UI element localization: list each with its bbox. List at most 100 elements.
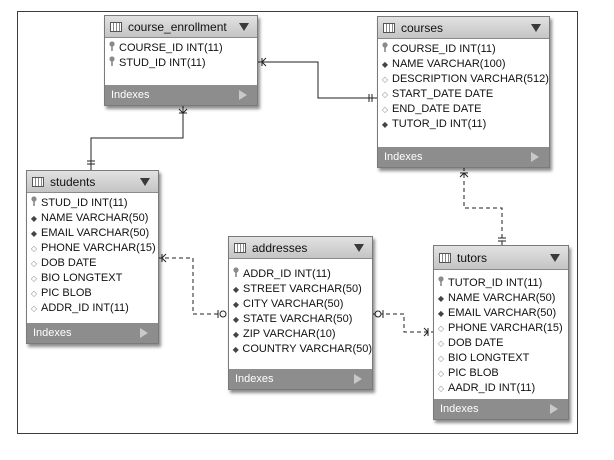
primary-key-icon xyxy=(105,41,119,56)
primary-key-icon xyxy=(434,276,448,291)
not-null-column-icon: ◆ xyxy=(232,315,240,324)
expand-arrow-icon[interactable] xyxy=(140,328,148,338)
relation-tutors-addresses xyxy=(372,310,434,337)
column-row[interactable]: ◆NAME VARCHAR(50) xyxy=(434,291,568,306)
expand-arrow-icon[interactable] xyxy=(531,152,539,162)
column-row[interactable]: ◆STREET VARCHAR(50) xyxy=(229,282,372,297)
relation-enrollment-students xyxy=(87,106,188,171)
column-name: NAME VARCHAR(50) xyxy=(448,292,556,304)
column-row[interactable]: COURSE_ID INT(11) xyxy=(105,41,257,56)
column-name: START_DATE DATE xyxy=(392,88,494,100)
column-row[interactable]: ◇PIC BLOB xyxy=(434,366,568,381)
not-null-column-icon: ◆ xyxy=(30,214,38,223)
nullable-column-icon: ◇ xyxy=(437,369,445,378)
table-header[interactable]: students xyxy=(27,171,158,193)
indexes-section[interactable]: Indexes xyxy=(434,399,568,419)
expand-arrow-icon[interactable] xyxy=(354,374,362,384)
collapse-arrow-icon[interactable] xyxy=(531,23,541,32)
nullable-column-icon: ◇ xyxy=(381,75,389,84)
nullable-column-icon: ◇ xyxy=(437,324,445,333)
not-null-column-icon: ◆ xyxy=(30,229,38,238)
column-name: PHONE VARCHAR(15) xyxy=(448,322,563,334)
column-row[interactable]: ◆EMAIL VARCHAR(50) xyxy=(434,306,568,321)
collapse-arrow-icon[interactable] xyxy=(239,22,249,31)
nullable-column-icon: ◇ xyxy=(437,354,445,363)
column-row[interactable]: COURSE_ID INT(11) xyxy=(378,42,549,57)
column-row[interactable]: ◇AADR_ID INT(11) xyxy=(434,381,568,396)
column-name: BIO LONGTEXT xyxy=(448,352,530,364)
column-row[interactable]: ◆STATE VARCHAR(50) xyxy=(229,312,372,327)
column-row[interactable]: ◇DOB DATE xyxy=(434,336,568,351)
column-row[interactable]: ◇BIO LONGTEXT xyxy=(27,271,158,286)
column-name: ADDR_ID INT(11) xyxy=(41,302,129,314)
column-row[interactable]: ◇BIO LONGTEXT xyxy=(434,351,568,366)
column-row[interactable]: STUD_ID INT(11) xyxy=(27,196,158,211)
relation-courses-tutors xyxy=(459,167,506,246)
column-name: NAME VARCHAR(50) xyxy=(41,212,149,224)
indexes-label: Indexes xyxy=(440,403,479,415)
column-row[interactable]: ADDR_ID INT(11) xyxy=(229,267,372,282)
table-title: course_enrollment xyxy=(128,19,227,34)
table-icon xyxy=(439,252,451,263)
indexes-section[interactable]: Indexes xyxy=(229,369,372,389)
column-name: TUTOR_ID INT(11) xyxy=(448,277,543,289)
indexes-section[interactable]: Indexes xyxy=(105,85,257,105)
expand-arrow-icon[interactable] xyxy=(239,90,247,100)
table-addresses[interactable]: addresses ADDR_ID INT(11) ◆STREET VARCHAR… xyxy=(228,236,373,390)
nullable-column-icon: ◇ xyxy=(437,384,445,393)
column-row[interactable]: TUTOR_ID INT(11) xyxy=(434,276,568,291)
table-course-enrollment[interactable]: course_enrollment COURSE_ID INT(11) STUD_… xyxy=(104,15,258,106)
column-name: ADDR_ID INT(11) xyxy=(243,268,331,280)
table-header[interactable]: tutors xyxy=(434,246,568,270)
column-row[interactable]: STUD_ID INT(11) xyxy=(105,56,257,71)
column-row[interactable]: ◇DESCRIPTION VARCHAR(512) xyxy=(378,72,549,87)
column-name: COURSE_ID INT(11) xyxy=(119,42,223,54)
column-name: COURSE_ID INT(11) xyxy=(392,43,496,55)
collapse-arrow-icon[interactable] xyxy=(354,243,364,252)
column-row[interactable]: ◆TUTOR_ID INT(11) xyxy=(378,117,549,132)
table-header[interactable]: course_enrollment xyxy=(105,16,257,38)
collapse-arrow-icon[interactable] xyxy=(140,177,150,186)
indexes-section[interactable]: Indexes xyxy=(27,323,158,343)
nullable-column-icon: ◇ xyxy=(381,90,389,99)
column-row[interactable]: ◆COUNTRY VARCHAR(50) xyxy=(229,342,372,357)
column-row[interactable]: ◆NAME VARCHAR(50) xyxy=(27,211,158,226)
not-null-column-icon: ◆ xyxy=(232,300,240,309)
table-header[interactable]: courses xyxy=(378,17,549,39)
expand-arrow-icon[interactable] xyxy=(550,404,558,414)
not-null-column-icon: ◆ xyxy=(437,309,445,318)
not-null-column-icon: ◆ xyxy=(232,330,240,339)
indexes-label: Indexes xyxy=(384,151,423,163)
column-row[interactable]: ◆CITY VARCHAR(50) xyxy=(229,297,372,312)
column-name: TUTOR_ID INT(11) xyxy=(392,118,487,130)
table-courses[interactable]: courses COURSE_ID INT(11) ◆NAME VARCHAR(1… xyxy=(377,16,550,168)
column-list: ADDR_ID INT(11) ◆STREET VARCHAR(50)◆CITY … xyxy=(229,259,372,360)
column-name: END_DATE DATE xyxy=(392,103,482,115)
column-row[interactable]: ◆ZIP VARCHAR(10) xyxy=(229,327,372,342)
table-students[interactable]: students STUD_ID INT(11)◆NAME VARCHAR(50… xyxy=(26,170,159,344)
primary-key-icon xyxy=(378,42,392,57)
column-row[interactable]: ◇PHONE VARCHAR(15) xyxy=(27,241,158,256)
nullable-column-icon: ◇ xyxy=(30,274,38,283)
not-null-column-icon: ◆ xyxy=(232,285,240,294)
column-row[interactable]: ◆NAME VARCHAR(100) xyxy=(378,57,549,72)
column-row[interactable]: ◇END_DATE DATE xyxy=(378,102,549,117)
column-row[interactable]: ◆EMAIL VARCHAR(50) xyxy=(27,226,158,241)
column-row[interactable]: ◇PHONE VARCHAR(15) xyxy=(434,321,568,336)
column-row[interactable]: ◇START_DATE DATE xyxy=(378,87,549,102)
table-title: tutors xyxy=(457,250,488,265)
column-row[interactable]: ◇PIC BLOB xyxy=(27,286,158,301)
indexes-section[interactable]: Indexes xyxy=(378,147,549,167)
indexes-label: Indexes xyxy=(33,327,72,339)
nullable-column-icon: ◇ xyxy=(30,289,38,298)
column-list: TUTOR_ID INT(11)◆NAME VARCHAR(50)◆EMAIL … xyxy=(434,270,568,399)
table-header[interactable]: addresses xyxy=(229,237,372,259)
column-name: PIC BLOB xyxy=(41,287,92,299)
table-icon xyxy=(383,22,395,33)
table-tutors[interactable]: tutors TUTOR_ID INT(11) ◆NAME VARCHAR(50)… xyxy=(433,245,569,420)
not-null-column-icon: ◆ xyxy=(232,345,239,354)
column-row[interactable]: ◇ADDR_ID INT(11) xyxy=(27,301,158,316)
column-row[interactable]: ◇DOB DATE xyxy=(27,256,158,271)
column-name: DOB DATE xyxy=(41,257,97,269)
collapse-arrow-icon[interactable] xyxy=(550,253,560,262)
